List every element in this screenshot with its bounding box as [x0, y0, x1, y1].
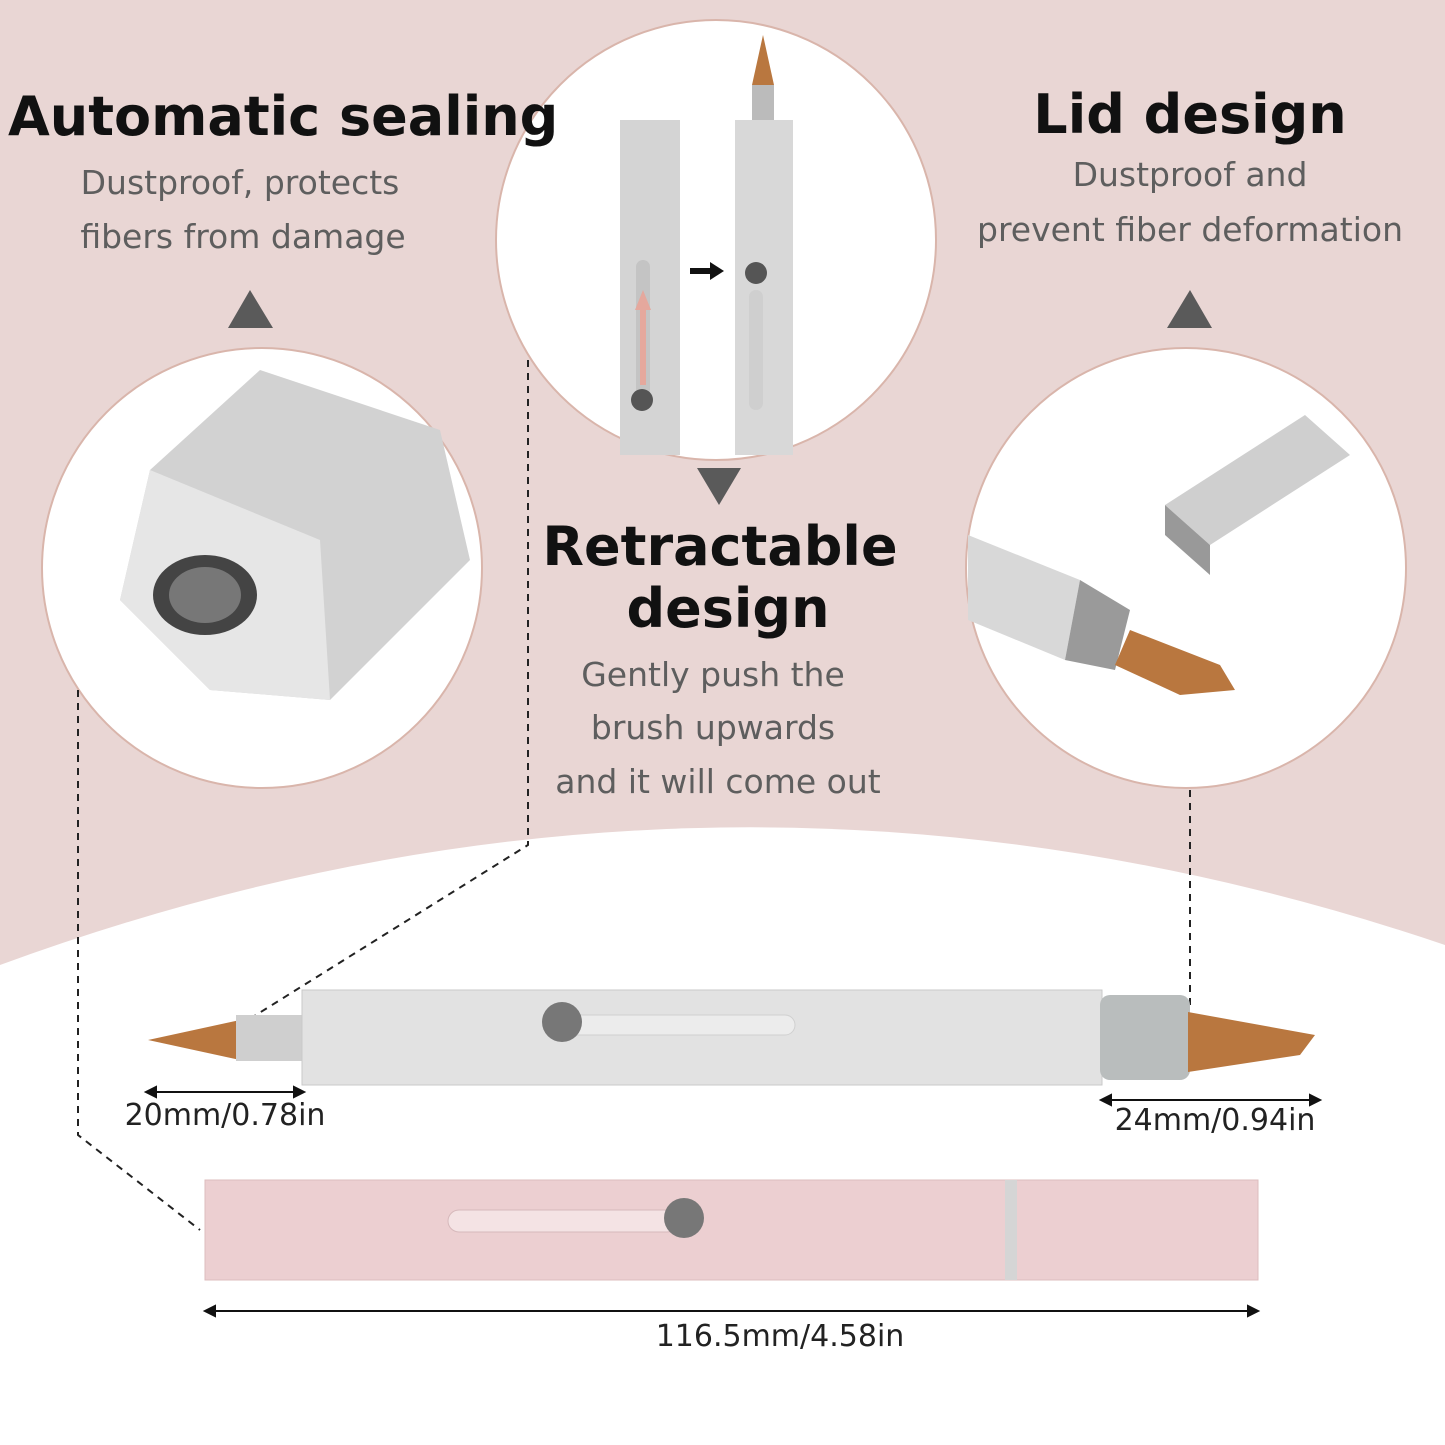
lid-line-2: prevent fiber deformation	[977, 210, 1403, 249]
total-length-measurement: 116.5mm/4.58in	[655, 1319, 905, 1354]
measurement-arrows	[143, 1085, 1323, 1318]
up-arrow-icon	[1167, 290, 1212, 328]
sealing-line-1: Dustproof, protects	[80, 163, 400, 202]
retractable-line-3: and it will come out	[555, 762, 881, 801]
silver-pen-open	[148, 989, 1315, 1086]
circle-sealing-closeup	[41, 347, 483, 789]
left-tip-measurement: 20mm/0.78in	[124, 1098, 326, 1133]
circle-retract-mechanism	[495, 19, 937, 461]
retractable-title-2: design	[626, 577, 830, 640]
up-arrow-icon	[228, 290, 273, 328]
right-tip-measurement: 24mm/0.94in	[1114, 1103, 1316, 1138]
pink-pen-closed	[204, 1179, 1259, 1281]
down-arrow-icon	[697, 468, 741, 505]
white-background-curve	[0, 827, 1445, 1445]
lid-line-1: Dustproof and	[1072, 155, 1308, 194]
sealing-title: Automatic sealing	[8, 85, 559, 148]
lid-title: Lid design	[1033, 83, 1347, 146]
sealing-line-2: fibers from damage	[80, 217, 406, 256]
retractable-line-2: brush upwards	[590, 708, 836, 747]
retractable-title-1: Retractable	[542, 515, 898, 578]
retractable-line-1: Gently push the	[581, 655, 845, 694]
leader-lines	[77, 360, 1191, 1231]
circle-lid-closeup	[965, 347, 1407, 789]
